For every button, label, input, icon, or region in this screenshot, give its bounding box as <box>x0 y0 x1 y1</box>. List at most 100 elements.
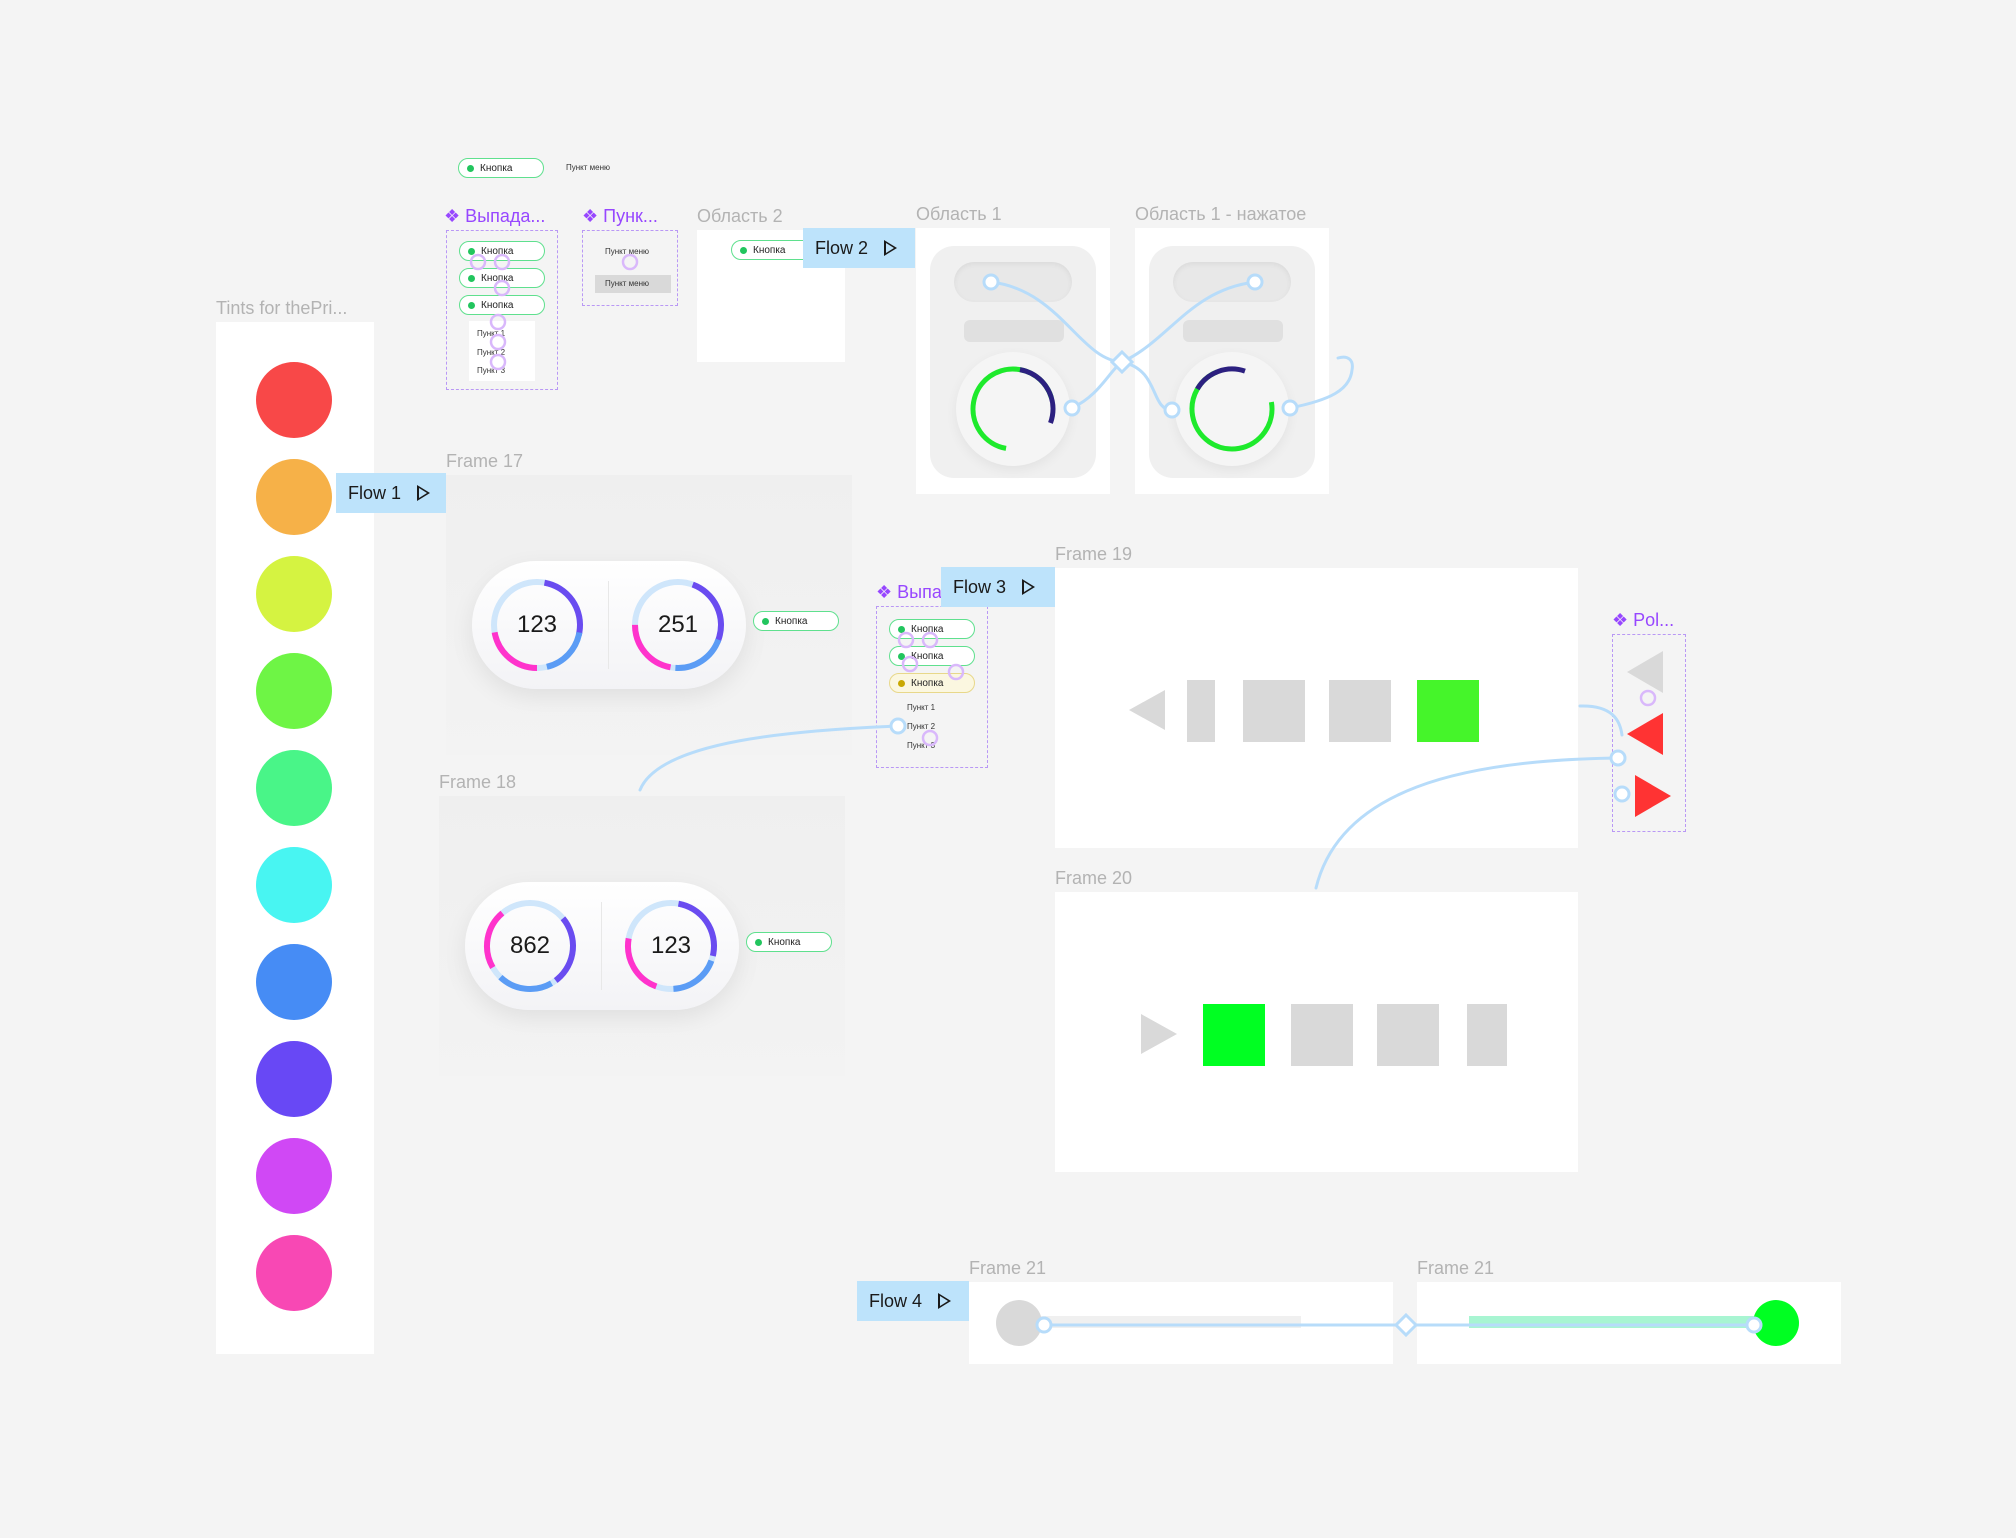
triangle-left-icon[interactable] <box>1625 649 1665 695</box>
play-icon <box>938 1293 952 1309</box>
dropdown-button-1[interactable]: Кнопка <box>459 241 545 261</box>
progress-ring <box>1189 366 1275 452</box>
top-button-pill[interactable]: Кнопка <box>458 158 544 178</box>
carousel-item-partial <box>1467 1004 1507 1066</box>
dropdown-component-title: ❖ Выпада... <box>444 206 546 226</box>
menuitem-default[interactable]: Пункт меню <box>605 247 650 256</box>
status-dot <box>898 625 905 633</box>
frame17-button[interactable]: Кнопка <box>753 611 839 631</box>
frame-oblast1-pressed <box>1135 228 1329 494</box>
gauge-ring-1 <box>484 900 576 992</box>
dropdown-button-2[interactable]: Кнопка <box>459 268 545 288</box>
flow-3-badge[interactable]: Flow 3 <box>941 567 1055 607</box>
play-icon <box>1022 579 1036 595</box>
color-swatch[interactable] <box>256 653 332 729</box>
frame-label-21b: Frame 21 <box>1417 1258 1495 1278</box>
dropdown2-menu-item-1[interactable]: Пункт 1 <box>907 703 936 712</box>
button-label: Кнопка <box>481 272 514 284</box>
gauge-card <box>465 882 739 1010</box>
color-swatch[interactable] <box>256 459 332 535</box>
wave-shape <box>964 320 1064 342</box>
frame-17: 123 251 Кнопка <box>446 475 852 755</box>
dropdown-menu-item-1[interactable]: Пункт 1 <box>477 329 506 338</box>
frame-label-17: Frame 17 <box>446 451 524 471</box>
polygon-component-title: ❖ Pol... <box>1612 610 1675 630</box>
toggle-track[interactable] <box>954 262 1072 302</box>
triangle-right-icon[interactable] <box>1633 773 1673 819</box>
triangle-right-icon[interactable] <box>1139 1012 1179 1056</box>
gauge-ring-2 <box>632 579 724 671</box>
flow-label: Flow 4 <box>869 1290 923 1311</box>
flow-label: Flow 3 <box>953 576 1007 597</box>
slider-track-filled[interactable] <box>1469 1316 1771 1328</box>
status-dot <box>898 652 905 660</box>
frame-label-19: Frame 19 <box>1055 544 1133 564</box>
status-dot <box>755 938 762 946</box>
color-swatch[interactable] <box>256 362 332 438</box>
flow-4-badge[interactable]: Flow 4 <box>857 1281 969 1321</box>
menuitem-component[interactable]: Пункт меню Пункт меню <box>582 230 678 306</box>
dropdown2-button-3[interactable]: Кнопка <box>889 673 975 693</box>
wave-shape <box>1183 320 1283 342</box>
status-dot <box>468 301 475 309</box>
button-label: Кнопка <box>481 299 514 311</box>
menuitem-hover[interactable]: Пункт меню <box>605 279 650 288</box>
gauge-value-1: 862 <box>509 932 551 959</box>
slider-track[interactable] <box>1009 1316 1301 1328</box>
carousel-item-partial <box>1187 680 1215 742</box>
status-dot <box>468 274 475 282</box>
color-swatch[interactable] <box>256 1235 332 1311</box>
color-swatch[interactable] <box>256 847 332 923</box>
toggle-track[interactable] <box>1173 262 1291 302</box>
gauge-ring-1 <box>491 579 583 671</box>
frame18-button[interactable]: Кнопка <box>746 932 832 952</box>
dropdown2-component[interactable]: Кнопка Кнопка Кнопка Пункт 1 Пункт 2 Пун… <box>876 606 988 768</box>
gauge-divider <box>601 902 602 990</box>
triangle-left-icon[interactable] <box>1127 688 1167 732</box>
frame-label-oblast2: Область 2 <box>697 206 783 226</box>
top-menu-item[interactable]: Пункт меню <box>566 163 611 172</box>
status-dot <box>898 679 905 687</box>
frame-oblast1 <box>916 228 1110 494</box>
frame-20 <box>1055 892 1578 1172</box>
triangle-left-icon[interactable] <box>1625 711 1665 757</box>
gauge-value-2: 251 <box>657 611 699 638</box>
dropdown-button-3[interactable]: Кнопка <box>459 295 545 315</box>
dropdown2-component-title: ❖ Выпа <box>876 582 942 602</box>
dropdown2-button-2[interactable]: Кнопка <box>889 646 975 666</box>
carousel-item <box>1329 680 1391 742</box>
color-swatch[interactable] <box>256 750 332 826</box>
frame-label-oblast1-pressed: Область 1 - нажатое <box>1135 204 1307 224</box>
dropdown2-button-1[interactable]: Кнопка <box>889 619 975 639</box>
frame-label-18: Frame 18 <box>439 772 517 792</box>
menuitem-hover-bg <box>595 275 671 293</box>
flow-1-badge[interactable]: Flow 1 <box>336 473 446 513</box>
dropdown-menu-item-2[interactable]: Пункт 2 <box>477 348 506 357</box>
carousel-item <box>1377 1004 1439 1066</box>
frame-label-20: Frame 20 <box>1055 868 1133 888</box>
frame-label-tints: Tints for thePri... <box>216 298 348 318</box>
color-swatch[interactable] <box>256 1138 332 1214</box>
slider-knob[interactable] <box>1753 1300 1799 1346</box>
color-swatch[interactable] <box>256 944 332 1020</box>
gauge-card <box>472 561 746 689</box>
gauge-value-2: 123 <box>650 932 692 959</box>
polygon-component[interactable] <box>1612 634 1686 832</box>
flow-2-badge[interactable]: Flow 2 <box>803 228 915 268</box>
gauge-divider <box>608 581 609 669</box>
status-dot <box>467 164 474 172</box>
button-label: Кнопка <box>753 244 786 256</box>
color-swatch[interactable] <box>256 556 332 632</box>
button-label: Кнопка <box>768 936 801 948</box>
frame-19 <box>1055 568 1578 848</box>
play-icon <box>417 485 431 501</box>
dropdown2-menu-item-2[interactable]: Пункт 2 <box>907 722 936 731</box>
dropdown-menu-item-3[interactable]: Пункт 3 <box>477 366 506 375</box>
dropdown-component[interactable]: Кнопка Кнопка Кнопка Пункт 1 Пункт 2 Пун… <box>446 230 558 390</box>
carousel-item <box>1291 1004 1353 1066</box>
gauge-ring-2 <box>625 900 717 992</box>
dropdown2-menu-item-3[interactable]: Пункт 3 <box>907 741 936 750</box>
dropdown-menu <box>469 321 535 381</box>
color-swatch[interactable] <box>256 1041 332 1117</box>
slider-knob[interactable] <box>996 1300 1042 1346</box>
